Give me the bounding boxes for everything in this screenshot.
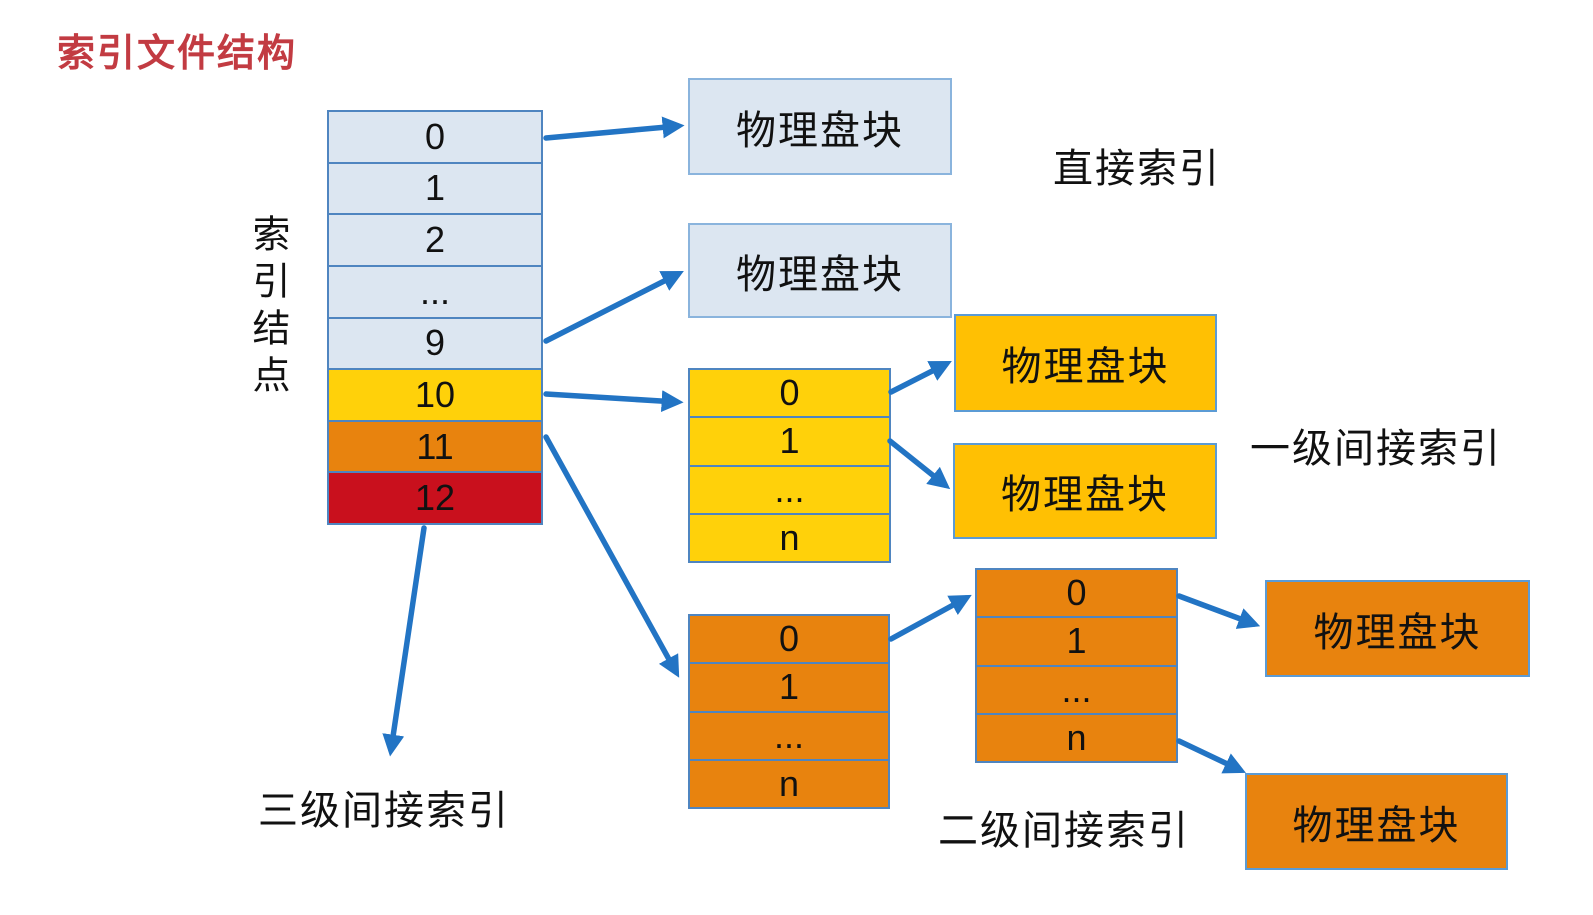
inode-row-11-label: 11 [416, 425, 454, 467]
double-l2-row-n: n [977, 712, 1176, 761]
double-l2-row-n-label: n [1066, 716, 1087, 758]
double-indirect-table-l2: 0 1 ... n [975, 568, 1178, 763]
triple-indirect-label: 三级间接索引 [258, 789, 510, 833]
inode-row-9-label: 9 [424, 322, 446, 364]
double-l2-row-1: 1 [977, 616, 1176, 665]
disk-block-direct-2: 物理盘块 [688, 223, 952, 318]
inode-row-2: 2 [329, 213, 541, 265]
single-table-row-1-label: 1 [779, 420, 800, 462]
inode-row-10-label: 10 [414, 373, 456, 415]
double-l1-row-ellipsis-label: ... [773, 714, 804, 756]
single-table-row-ellipsis-label: ... [774, 468, 805, 510]
disk-block-single-1: 物理盘块 [954, 314, 1217, 412]
disk-block-double-1: 物理盘块 [1265, 580, 1530, 677]
inode-row-12-label: 12 [414, 477, 456, 519]
single-table-row-n: n [690, 512, 889, 561]
double-l2-row-ellipsis-label: ... [1061, 668, 1092, 710]
double-l1-row-ellipsis: ... [690, 710, 888, 759]
arrow-yellow-block-1 [888, 361, 952, 395]
inode-table: 0 1 2 ... 9 10 11 12 [327, 110, 543, 525]
inode-row-1-label: 1 [424, 167, 446, 209]
direct-index-label: 直接索引 [1053, 147, 1221, 191]
inode-row-10: 10 [329, 368, 541, 420]
inode-row-11: 11 [329, 419, 541, 472]
double-l2-row-ellipsis: ... [977, 664, 1176, 713]
arrow-direct-0 [543, 116, 685, 141]
single-indirect-label: 一级间接索引 [1250, 427, 1502, 471]
arrow-triple-indirect [382, 525, 427, 757]
arrow-double-level2 [888, 594, 972, 642]
inode-row-0: 0 [329, 112, 541, 162]
inode-row-9: 9 [329, 316, 541, 369]
double-l1-row-n: n [690, 758, 888, 807]
inode-row-ellipsis-label: ... [419, 270, 450, 312]
single-table-row-0: 0 [690, 370, 889, 417]
double-indirect-label: 二级间接索引 [938, 809, 1190, 853]
arrow-single-indirect [543, 390, 684, 413]
single-indirect-table: 0 1 ... n [688, 368, 891, 563]
inode-node-label: 索引结点 [246, 214, 288, 402]
double-l1-row-0: 0 [690, 616, 888, 663]
arrow-orange-block-2 [1176, 738, 1246, 774]
inode-row-0-label: 0 [424, 115, 446, 157]
double-indirect-table-l1: 0 1 ... n [688, 614, 890, 809]
inode-row-2-label: 2 [424, 219, 446, 261]
single-table-row-1: 1 [690, 416, 889, 465]
page-title: 索引文件结构 [57, 33, 298, 75]
inode-row-ellipsis: ... [329, 264, 541, 317]
disk-block-single-2: 物理盘块 [953, 443, 1217, 539]
inode-row-1: 1 [329, 161, 541, 214]
disk-block-direct-1: 物理盘块 [688, 78, 952, 175]
single-table-row-n-label: n [779, 516, 800, 558]
arrow-double-indirect [543, 434, 680, 678]
single-table-row-0-label: 0 [779, 372, 800, 414]
double-l1-row-1-label: 1 [778, 666, 800, 708]
arrow-orange-block-1 [1176, 593, 1261, 629]
double-l1-row-n-label: n [778, 762, 800, 804]
arrow-yellow-block-2 [887, 438, 951, 490]
double-l1-row-1: 1 [690, 662, 888, 711]
inode-row-12: 12 [329, 471, 541, 523]
double-l1-row-0-label: 0 [778, 618, 800, 660]
double-l2-row-0: 0 [977, 570, 1176, 617]
arrow-direct-9 [543, 271, 684, 344]
disk-block-double-2: 物理盘块 [1245, 773, 1508, 870]
single-table-row-ellipsis: ... [690, 464, 889, 513]
double-l2-row-0-label: 0 [1066, 572, 1087, 614]
double-l2-row-1-label: 1 [1066, 620, 1087, 662]
